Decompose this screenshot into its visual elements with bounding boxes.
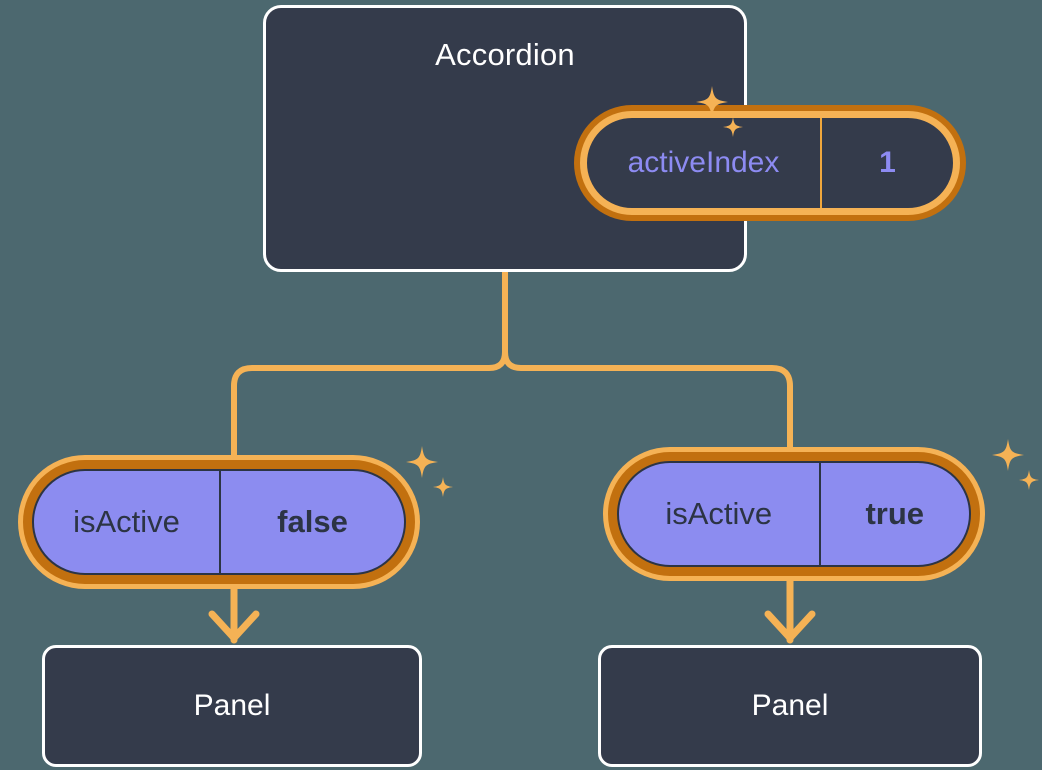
- prop-pill-ring: isActive true: [608, 452, 980, 576]
- prop-pill-ring: isActive false: [23, 460, 415, 584]
- prop-pill-body: isActive true: [617, 461, 971, 567]
- sparkle-small-icon: [433, 477, 453, 497]
- accordion-component-node[interactable]: Accordion activeIndex 1: [263, 5, 966, 272]
- prop-value-label: true: [818, 463, 970, 565]
- prop-key-label: isActive: [665, 496, 773, 531]
- sparkle-icon: [992, 439, 1024, 471]
- prop-pill-isactive-false[interactable]: isActive false: [18, 455, 420, 589]
- accordion-title: Accordion: [435, 37, 575, 72]
- prop-key-label: isActive: [73, 504, 180, 539]
- sparkle-small-icon: [1019, 470, 1039, 490]
- sparkle-icon: [406, 446, 438, 478]
- prop-value-label: 1: [820, 118, 953, 208]
- prop-key-label: activeIndex: [627, 146, 780, 179]
- panel-component-node-right[interactable]: Panel: [598, 645, 982, 767]
- panel-component-node-left[interactable]: Panel: [42, 645, 422, 767]
- prop-value-label: false: [219, 471, 404, 573]
- panel-title: Panel: [751, 689, 829, 722]
- connector-tree-branch-left: [231, 269, 508, 463]
- connector-tree-branch: [502, 269, 793, 455]
- sparkle-group-isactive-true: [992, 439, 1039, 490]
- prop-pill-body: isActive false: [32, 469, 406, 575]
- prop-pill-activeindex[interactable]: activeIndex 1: [574, 105, 966, 221]
- arrow-down-icon-right: [764, 574, 816, 644]
- prop-pill-isactive-true[interactable]: isActive true: [603, 447, 985, 581]
- prop-pill-body: activeIndex 1: [580, 111, 960, 215]
- panel-title: Panel: [193, 689, 271, 722]
- arrow-down-icon-left: [208, 581, 260, 644]
